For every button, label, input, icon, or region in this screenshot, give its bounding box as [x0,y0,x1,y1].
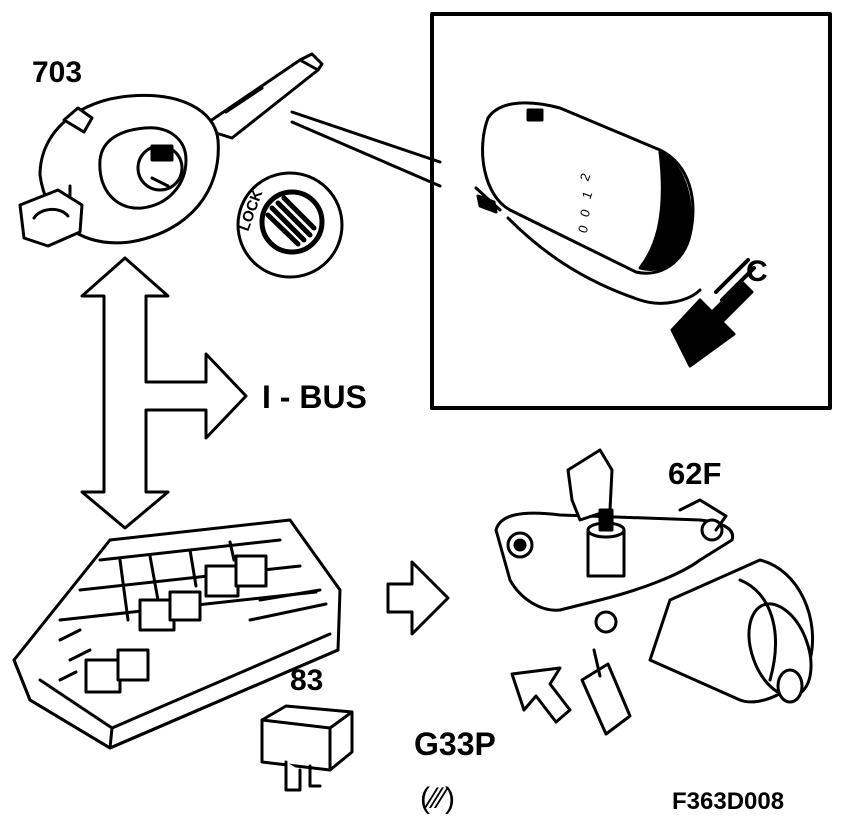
fuse-relay-box [12,518,342,750]
callout-line [290,110,442,188]
dial-mark: 0 [577,207,594,219]
bus-label: I - BUS [262,379,367,415]
dial-mark: 1 [579,189,596,201]
switch-label: 703 [32,56,83,89]
detail-box [430,12,832,410]
steering-column-switch [18,52,324,248]
signal-arrow [386,560,450,636]
ground-arrow [510,666,572,724]
ignition-lock [236,171,344,279]
motor-label: 62F [668,456,722,491]
stalk-knob-detail [474,101,702,305]
ibus-arrow [80,256,248,530]
wiper-motor [494,448,815,736]
figure-code: F363D008 [672,788,785,815]
relay-label: 83 [290,664,324,697]
dial-mark: 2 [577,171,594,183]
ground-label: G33P [414,726,496,762]
direction-arrow [670,258,756,368]
dial-marks: 2 1 0 0 [575,171,596,235]
dial-mark: 0 [575,223,592,235]
relay [260,704,354,792]
lock-text: LOCK [236,187,267,233]
direction-label: C [746,255,768,288]
ground-symbol: (∕∕∕) [420,782,456,815]
